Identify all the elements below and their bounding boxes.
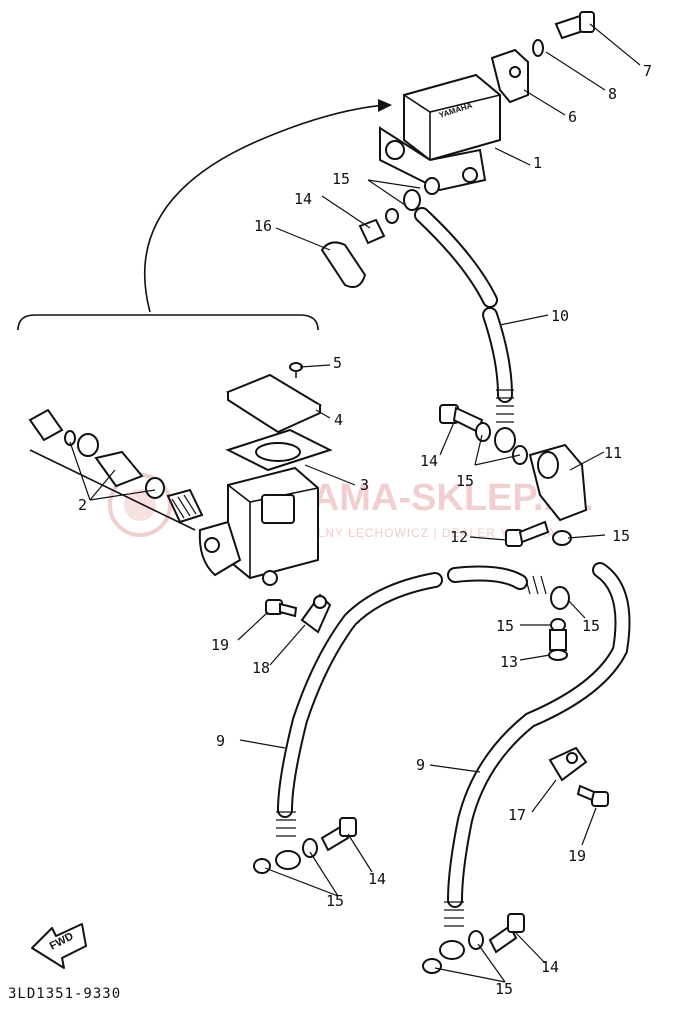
rubber-cap xyxy=(320,241,367,288)
callout-15-lower: 15 xyxy=(496,617,514,635)
watermark-sub: WOLNY ŁĘCHOWICZ | DEALER YAMAHA xyxy=(295,526,556,540)
callout-9-right: 9 xyxy=(416,756,425,774)
callout-labels: 1 2 3 4 5 6 7 8 9 9 10 11 12 13 14 14 14… xyxy=(78,62,652,998)
hose-clamp-17 xyxy=(548,746,609,807)
callout-2: 2 xyxy=(78,496,87,514)
brake-hose-left xyxy=(275,572,443,870)
exploded-view-bracket xyxy=(17,99,392,331)
master-cylinder-body-exploded xyxy=(198,466,319,586)
callout-11: 11 xyxy=(604,444,622,462)
callout-15-right-bottom: 15 xyxy=(495,980,513,998)
hose-clamp-18 xyxy=(265,593,332,634)
callout-10: 10 xyxy=(551,307,569,325)
callout-15-left-bottom: 15 xyxy=(326,892,344,910)
clamp-bolt xyxy=(532,11,595,57)
caliper-bolt-left xyxy=(253,817,357,874)
callout-14-top: 14 xyxy=(294,190,312,208)
callout-3: 3 xyxy=(360,476,369,494)
joint-bolt xyxy=(505,520,550,547)
caliper-bolt-right xyxy=(422,913,525,974)
master-cylinder-assembly: YAMAHA xyxy=(379,73,501,192)
callout-19-left: 19 xyxy=(211,636,229,654)
callout-15-right: 15 xyxy=(582,617,600,635)
callout-15-mid: 15 xyxy=(456,472,474,490)
callout-12: 12 xyxy=(450,528,468,546)
callout-8: 8 xyxy=(608,85,617,103)
holder-clamp xyxy=(490,48,529,104)
callout-4: 4 xyxy=(334,411,343,429)
callout-19-right: 19 xyxy=(568,847,586,865)
callout-7: 7 xyxy=(643,62,652,80)
callout-15-top: 15 xyxy=(332,170,350,188)
callout-5: 5 xyxy=(333,354,342,372)
callout-16: 16 xyxy=(254,217,272,235)
callout-6: 6 xyxy=(568,108,577,126)
callout-15-joint: 15 xyxy=(612,527,630,545)
callout-17: 17 xyxy=(508,806,526,824)
callout-14-left: 14 xyxy=(368,870,386,888)
fwd-arrow-icon: FWD xyxy=(31,923,87,969)
diaphragm xyxy=(225,428,333,472)
callout-13: 13 xyxy=(500,653,518,671)
callout-14-mid: 14 xyxy=(420,452,438,470)
callout-9-left: 9 xyxy=(216,732,225,750)
leader-lines xyxy=(69,23,641,983)
three-way-joint xyxy=(528,443,588,522)
brake-hose-left-top xyxy=(447,565,547,595)
callout-1: 1 xyxy=(533,154,542,172)
reservoir-cap xyxy=(225,373,323,434)
drawing-code: 3LD1351-9330 xyxy=(8,986,121,1002)
callout-14-right: 14 xyxy=(541,958,559,976)
union-bolt-mid xyxy=(439,404,528,465)
cap-screw xyxy=(289,362,303,378)
brake-hose-right xyxy=(439,562,631,960)
callout-18: 18 xyxy=(252,659,270,677)
brake-hose-upper xyxy=(414,207,516,453)
cylinder-kit xyxy=(28,408,204,531)
union-bolt-lower xyxy=(548,530,572,661)
